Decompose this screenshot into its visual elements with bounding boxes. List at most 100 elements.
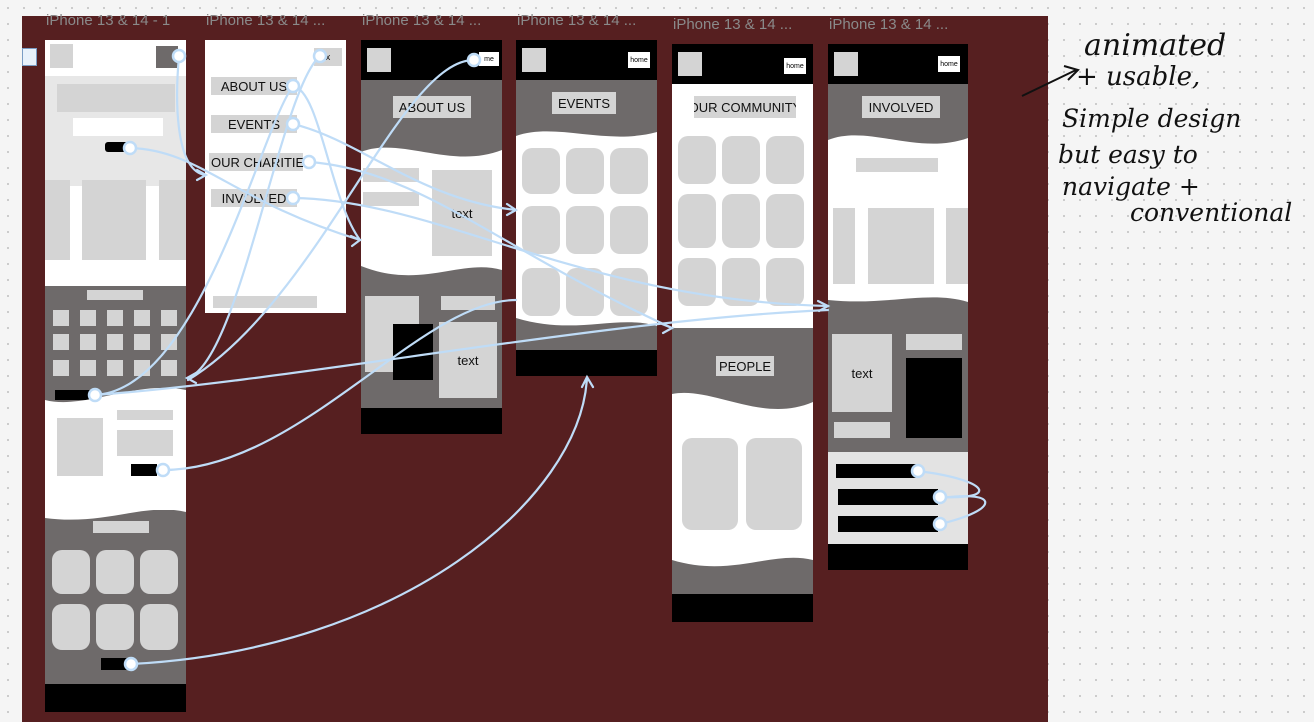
hero-cta-button[interactable] — [105, 142, 131, 152]
frame-title-3[interactable]: iPhone 13 & 14 ... — [362, 12, 482, 29]
about-cta-button[interactable] — [131, 464, 157, 476]
menu-item-charities[interactable]: OUR CHARITIE — [209, 153, 303, 171]
event-tile[interactable] — [610, 268, 648, 316]
frame-title-5[interactable]: iPhone 13 & 14 ... — [673, 16, 793, 33]
frame-title-6[interactable]: iPhone 13 & 14 ... — [829, 16, 949, 33]
event-tile[interactable] — [610, 206, 648, 254]
grid-square — [53, 310, 69, 326]
menu-footer-placeholder — [213, 296, 317, 308]
frame-community[interactable]: home OUR COMMUNITY PEOPLE — [672, 44, 813, 622]
about-image-placeholder — [57, 418, 103, 476]
event-tile[interactable] — [522, 206, 560, 254]
note-line-2: + usable, — [1076, 62, 1201, 92]
grid-square — [134, 360, 150, 376]
logo-placeholder — [50, 44, 73, 68]
logo-placeholder — [834, 52, 858, 76]
event-tile[interactable] — [566, 206, 604, 254]
about-dark-image — [393, 324, 433, 380]
home-button[interactable]: home — [784, 58, 806, 74]
grid-cta-button[interactable] — [55, 390, 93, 400]
frame-title-1[interactable]: iPhone 13 & 14 - 1 — [46, 12, 171, 29]
community-tile[interactable] — [766, 136, 804, 184]
footer-bar — [45, 684, 186, 712]
frame-events[interactable]: home EVENTS — [516, 40, 657, 376]
about-caption-placeholder — [441, 296, 495, 310]
card-center — [82, 180, 146, 260]
menu-item-about[interactable]: ABOUT US — [211, 77, 297, 95]
app-tile — [140, 604, 178, 650]
people-card[interactable] — [746, 438, 802, 530]
involved-action-button-3[interactable] — [838, 516, 938, 532]
flow-start-icon[interactable] — [22, 48, 37, 66]
grid-square — [80, 334, 96, 350]
hamburger-menu-icon[interactable] — [156, 46, 178, 68]
frame-home[interactable] — [45, 40, 186, 712]
footer-bar — [828, 544, 968, 570]
card-right — [159, 180, 186, 260]
app-tile — [52, 604, 90, 650]
logo-placeholder — [367, 48, 391, 72]
app-tile — [96, 604, 134, 650]
about-title-placeholder — [117, 410, 173, 420]
hero-subheading-placeholder — [73, 118, 163, 136]
involved-title: INVOLVED — [862, 96, 940, 118]
frame-about[interactable]: me ABOUT US text text — [361, 40, 502, 434]
card-left — [45, 180, 70, 260]
home-button[interactable]: home — [938, 56, 960, 72]
grid-square — [134, 334, 150, 350]
app-tile — [140, 550, 178, 594]
note-line-5: navigate + — [1062, 172, 1200, 201]
community-title: OUR COMMUNITY — [694, 96, 796, 118]
people-card[interactable] — [682, 438, 738, 530]
grid-title-placeholder — [87, 290, 143, 300]
note-line-3: Simple design — [1062, 104, 1242, 133]
grid-square — [134, 310, 150, 326]
note-line-4: but easy to — [1058, 140, 1198, 169]
apps-title-placeholder — [93, 521, 149, 533]
note-line-1: animated — [1084, 28, 1227, 63]
footer-bar — [516, 350, 657, 376]
community-tile[interactable] — [678, 258, 716, 306]
involved-line-placeholder — [834, 422, 890, 438]
menu-item-involved[interactable]: INVOLVED — [211, 189, 297, 207]
grid-square — [107, 310, 123, 326]
involved-action-button-1[interactable] — [836, 464, 916, 478]
menu-item-events[interactable]: EVENTS — [211, 115, 297, 133]
involved-card-left — [833, 208, 855, 284]
people-title: PEOPLE — [716, 356, 774, 376]
frame-menu[interactable]: x ABOUT US EVENTS OUR CHARITIE INVOLVED — [205, 40, 346, 313]
grid-square — [80, 360, 96, 376]
community-tile[interactable] — [722, 258, 760, 306]
footer-bar — [361, 408, 502, 434]
grid-square — [107, 334, 123, 350]
about-line-placeholder — [363, 168, 419, 182]
app-tile — [96, 550, 134, 594]
about-line-placeholder — [363, 192, 419, 206]
grid-square — [80, 310, 96, 326]
community-tile[interactable] — [722, 194, 760, 248]
logo-placeholder — [678, 52, 702, 76]
community-tile[interactable] — [678, 136, 716, 184]
logo-placeholder — [522, 48, 546, 72]
involved-action-button-2[interactable] — [838, 489, 938, 505]
menu-close-button[interactable]: x — [314, 48, 342, 66]
event-tile[interactable] — [566, 268, 604, 316]
apps-cta-button[interactable] — [101, 658, 129, 670]
app-tile — [52, 550, 90, 594]
involved-card-center — [868, 208, 934, 284]
event-tile[interactable] — [522, 148, 560, 194]
home-button[interactable]: me — [479, 52, 499, 66]
home-button[interactable]: home — [628, 52, 650, 68]
community-tile[interactable] — [766, 258, 804, 306]
community-tile[interactable] — [678, 194, 716, 248]
event-tile[interactable] — [566, 148, 604, 194]
involved-dark-image — [906, 358, 962, 438]
community-tile[interactable] — [722, 136, 760, 184]
frame-title-2[interactable]: iPhone 13 & 14 ... — [206, 12, 326, 29]
frame-title-4[interactable]: iPhone 13 & 14 ... — [517, 12, 637, 29]
event-tile[interactable] — [522, 268, 560, 316]
note-line-6: conventional — [1130, 198, 1293, 227]
frame-involved[interactable]: home INVOLVED text — [828, 44, 968, 570]
event-tile[interactable] — [610, 148, 648, 194]
community-tile[interactable] — [766, 194, 804, 248]
